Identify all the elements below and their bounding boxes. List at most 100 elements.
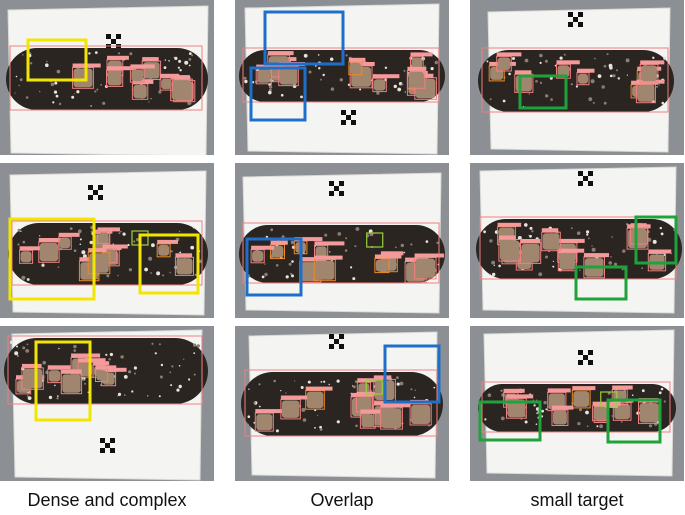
log-speckle [626, 74, 628, 76]
log-speckle [56, 397, 59, 400]
calibration-checker-square [568, 22, 573, 27]
log-speckle [403, 69, 406, 72]
log-speckle [394, 246, 397, 249]
log-speckle [118, 52, 121, 55]
log-speckle [179, 251, 182, 254]
log-speckle [247, 423, 250, 426]
log-speckle [294, 380, 296, 382]
log-speckle [544, 59, 548, 63]
log-speckle [524, 223, 528, 227]
log-speckle [397, 87, 402, 92]
log-speckle [641, 267, 644, 270]
log-speckle [247, 415, 251, 418]
log-speckle [46, 60, 48, 63]
log-speckle [399, 381, 404, 386]
log-speckle [129, 52, 133, 56]
calibration-checker-square [588, 171, 593, 176]
log-speckle [570, 83, 573, 86]
log-speckle [596, 425, 599, 428]
calibration-checker-square [98, 195, 103, 200]
log-speckle [94, 90, 97, 93]
mycelium-hole [553, 410, 567, 425]
log-speckle [599, 424, 603, 429]
detection-box [254, 412, 274, 432]
calibration-checker-square [88, 195, 93, 200]
calibration-checker-square [588, 360, 593, 365]
log-speckle [621, 268, 624, 271]
log-speckle [178, 384, 182, 389]
calibration-checker-square [110, 448, 115, 453]
log-speckle [117, 274, 119, 277]
log-speckle [285, 392, 287, 394]
dense-2-scene [0, 163, 214, 318]
log-speckle [588, 237, 590, 240]
log-speckle [184, 60, 189, 65]
log-speckle [55, 94, 59, 98]
log-speckle [176, 388, 180, 392]
log-speckle [105, 353, 108, 356]
detection-label-tag [414, 253, 445, 258]
log-speckle [84, 382, 87, 385]
log-speckle [160, 363, 164, 367]
mycelium-hole [490, 66, 504, 80]
mycelium-hole [411, 57, 423, 69]
log-speckle [539, 53, 543, 58]
log-speckle [591, 247, 596, 252]
log-speckle [317, 54, 320, 56]
log-speckle [188, 378, 191, 381]
log-speckle [489, 273, 492, 276]
log-speckle [196, 344, 200, 348]
detection-box-large [9, 45, 203, 111]
log-speckle [19, 78, 23, 82]
log-speckle [22, 240, 26, 244]
log-speckle [120, 355, 124, 359]
log-speckle [77, 229, 82, 234]
mycelium-hole [96, 370, 107, 381]
log-speckle [588, 97, 593, 102]
calibration-checker-square [334, 186, 339, 191]
log-speckle [178, 365, 181, 367]
log-speckle [280, 390, 282, 392]
detection-label-tag [294, 237, 323, 242]
log-speckle [314, 427, 316, 429]
calibration-checker-square [341, 110, 346, 115]
log-speckle [17, 243, 20, 246]
log-speckle [123, 394, 126, 396]
detection-label-tag [541, 228, 559, 233]
log-speckle [403, 251, 406, 254]
mycelium-hole [39, 243, 59, 262]
log-speckle [660, 232, 664, 236]
detection-label-tag [267, 51, 294, 56]
calibration-checker-square [578, 22, 583, 27]
log-speckle [90, 105, 92, 107]
log-speckle [168, 60, 170, 62]
log-speckle [82, 378, 85, 381]
log-speckle [273, 379, 276, 383]
log-speckle [591, 245, 593, 247]
detection-label-tag [299, 257, 327, 262]
log-speckle [543, 400, 547, 405]
detection-label-tag [520, 239, 541, 243]
log-speckle [243, 76, 247, 80]
calibration-checker-square [351, 120, 356, 125]
log-speckle [292, 84, 297, 88]
log-speckle [535, 80, 538, 83]
log-speckle [493, 264, 495, 266]
log-speckle [359, 88, 362, 91]
detection-label-tag [170, 75, 190, 80]
highlight-box-yellow [8, 217, 96, 301]
log-speckle [307, 380, 311, 384]
detection-label-tag [61, 369, 82, 374]
detection-label-tag [557, 238, 585, 243]
log-speckle [425, 240, 429, 243]
log-speckle [275, 429, 279, 433]
mycelium-hole [557, 65, 570, 78]
log-speckle [193, 352, 196, 354]
calibration-checker-square [329, 344, 334, 349]
log-speckle [586, 230, 590, 234]
log-speckle [352, 385, 356, 389]
log-speckle [158, 343, 161, 346]
log-speckle [524, 58, 529, 63]
detection-label-tag [97, 227, 120, 232]
log-speckle [118, 232, 121, 235]
